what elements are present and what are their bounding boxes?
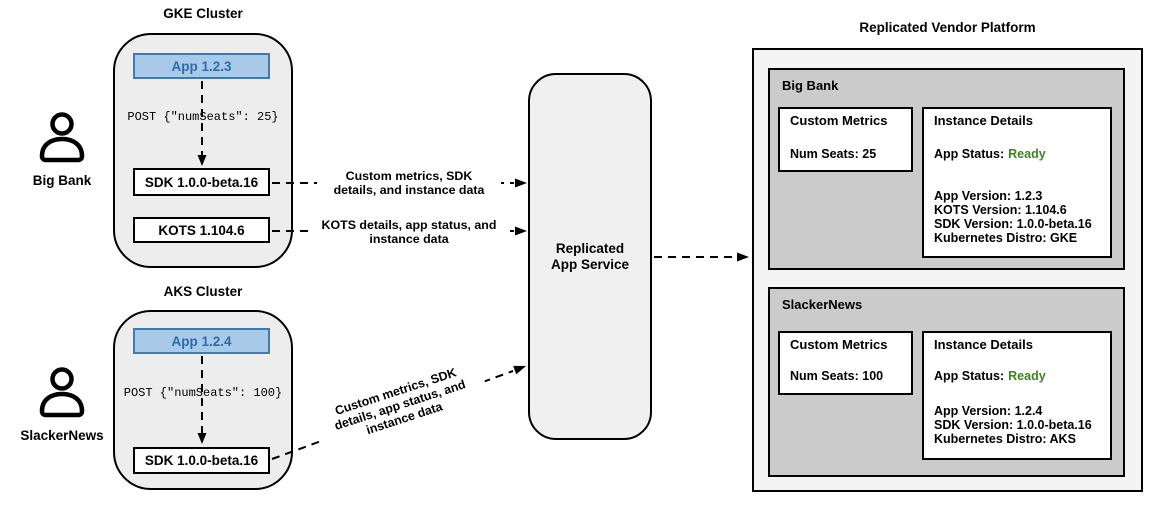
slackernews-actor-label: SlackerNews — [20, 428, 104, 443]
detail-line: SDK Version: 1.0.0-beta.16 — [934, 217, 1092, 231]
aks-sdk-node: SDK 1.0.0-beta.16 — [133, 447, 270, 474]
aks-post-request-label: POST {"numSeats": 100} — [123, 386, 283, 400]
gke-kots-arrowhead — [515, 226, 527, 236]
big-bank-num-seats: Num Seats: 25 — [790, 147, 877, 161]
detail-line: KOTS Version: 1.104.6 — [934, 203, 1067, 217]
gke-sdk-arrowhead — [515, 178, 527, 188]
slackernews-instance-details-title: Instance Details — [934, 337, 1033, 352]
edge-label-sdk-to-service: Custom metrics, SDK details, and instanc… — [317, 168, 501, 198]
service-label-line1: Replicated — [555, 240, 625, 256]
aks-cluster-title: AKS Cluster — [163, 284, 243, 299]
section-slackernews-name: SlackerNews — [782, 297, 863, 312]
replicated-app-service-node: Replicated App Service — [528, 73, 652, 440]
slackernews-app-status: App Status:Ready — [934, 369, 1046, 383]
slackernews-person-icon — [39, 367, 85, 418]
big-bank-custom-metrics-title: Custom Metrics — [790, 113, 888, 128]
section-big-bank-name: Big Bank — [782, 78, 839, 93]
slackernews-num-seats: Num Seats: 100 — [790, 369, 884, 383]
big-bank-custom-metrics-box — [778, 107, 913, 172]
detail-line: Kubernetes Distro: AKS — [934, 432, 1076, 446]
aks-app-node: App 1.2.4 — [133, 328, 270, 354]
gke-post-request-label: POST {"numSeats": 25} — [127, 110, 279, 124]
service-label-line2: App Service — [550, 256, 630, 272]
slackernews-instance-details-box — [922, 331, 1112, 460]
vendor-platform-title: Replicated Vendor Platform — [859, 20, 1036, 35]
gke-sdk-node: SDK 1.0.0-beta.16 — [133, 168, 270, 196]
aks-sdk-arrowhead — [513, 365, 526, 375]
detail-line: SDK Version: 1.0.0-beta.16 — [934, 418, 1092, 432]
edge-label-kots-to-service: KOTS details, app status, and instance d… — [314, 217, 504, 247]
big-bank-app-status-value: Ready — [1008, 147, 1046, 161]
big-bank-actor-label: Big Bank — [32, 173, 92, 188]
edge-label-aks-sdk-to-service: Custom metrics, SDK details, app status,… — [309, 356, 491, 454]
detail-line: App Version: 1.2.4 — [934, 404, 1043, 418]
gke-app-node: App 1.2.3 — [133, 53, 270, 79]
slackernews-app-status-value: Ready — [1008, 369, 1046, 383]
big-bank-instance-details-title: Instance Details — [934, 113, 1033, 128]
gke-kots-node: KOTS 1.104.6 — [133, 217, 270, 243]
big-bank-instance-details-box — [922, 107, 1112, 258]
slackernews-detail-lines: App Version: 1.2.4 SDK Version: 1.0.0-be… — [934, 404, 1092, 446]
big-bank-app-status-label: App Status: — [934, 147, 1005, 161]
big-bank-app-status: App Status:Ready — [934, 147, 1046, 161]
detail-line: Kubernetes Distro: GKE — [934, 231, 1078, 245]
slackernews-app-status-label: App Status: — [934, 369, 1005, 383]
service-to-platform-arrowhead — [737, 252, 749, 262]
big-bank-detail-lines: App Version: 1.2.3 KOTS Version: 1.104.6… — [934, 189, 1092, 245]
gke-cluster-title: GKE Cluster — [163, 6, 243, 21]
slackernews-custom-metrics-box — [778, 331, 913, 395]
slackernews-custom-metrics-title: Custom Metrics — [790, 337, 888, 352]
detail-line: App Version: 1.2.3 — [934, 189, 1043, 203]
big-bank-person-icon — [39, 112, 85, 163]
